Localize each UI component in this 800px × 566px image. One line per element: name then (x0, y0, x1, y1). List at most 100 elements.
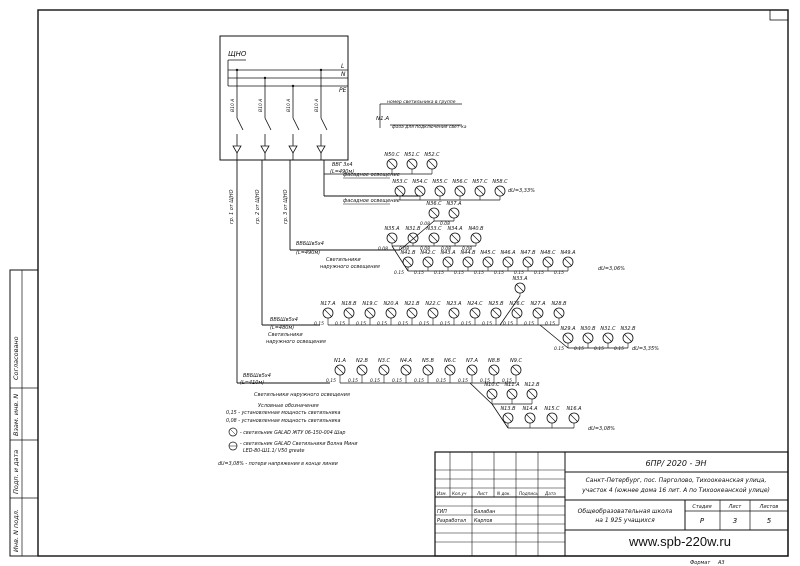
fixture-label: N14.A (522, 406, 538, 412)
lamp-icon (406, 307, 418, 319)
power-value: 0.08 (440, 221, 450, 227)
fixture-label: N1.A (334, 358, 347, 364)
fixture-label: N35.A (384, 226, 400, 232)
note-sample-label: N1.A (376, 116, 389, 122)
fixture-label: N16.A (566, 406, 582, 412)
fixture-label: N57.C (472, 179, 488, 185)
lamp-icon (568, 412, 580, 424)
group4-cable: ВВБШв5х4 (243, 373, 271, 379)
group4-title: Светильники наружного освещения (254, 392, 350, 398)
power-value: 0.08 (441, 246, 451, 252)
lamp-icon (502, 256, 514, 268)
power-value: 0.08 (399, 246, 409, 252)
wire (399, 220, 435, 251)
power-value: 0.08 (378, 246, 388, 252)
tb-address-2: участок 4 (южнее дома 16 лит. А по Тихоо… (581, 487, 770, 494)
fixture-label: N37.A (446, 201, 462, 207)
lamp-icon (502, 412, 514, 424)
fixture-label: N13.B (500, 406, 516, 412)
lamp-icon (514, 282, 526, 294)
power-value: 0.15 (502, 378, 512, 384)
power-value: 0.15 (458, 378, 468, 384)
power-value: 0.15 (614, 346, 624, 352)
fixture-label: N53.C (392, 179, 408, 185)
lamp-icon (602, 332, 614, 344)
breaker-icon (232, 68, 244, 160)
fixture-label: N50.C (384, 152, 400, 158)
power-value: 0.15 (356, 321, 366, 327)
fixture-label: N48.C (540, 250, 556, 256)
tb-name-author: Карпов (474, 518, 492, 524)
fixture-label: N56.C (452, 179, 468, 185)
power-value: 0.15 (494, 270, 504, 276)
facade-row1-label: фасадное освещение (343, 172, 400, 178)
format-value: А3 (717, 560, 725, 566)
fixture-label: N52.C (424, 152, 440, 158)
tb-col-kolvo: Кол.уч (452, 491, 467, 496)
fixture-label: N18.B (341, 301, 357, 307)
group3-cable: ВВБШв5х4 (270, 317, 298, 323)
power-value: 0.15 (392, 378, 402, 384)
fixture-label: N10.C (484, 382, 500, 388)
tb-col-list: Лист (476, 491, 488, 496)
group1-cable: ВВГ 3х4 (332, 162, 353, 168)
legend-item-4a: - светильник GALAD Светильники Волна Мин… (240, 441, 357, 447)
lamp-icon (510, 364, 522, 376)
g3-drop: dU=3,35% (632, 346, 659, 352)
lamp-icon (400, 364, 412, 376)
fixture-label: N20.A (383, 301, 399, 307)
tb-sheets: 5 (767, 517, 772, 525)
power-value: 0.15 (398, 321, 408, 327)
group2-title-1: Светильники (326, 257, 361, 263)
lamp-icon (442, 256, 454, 268)
fixture-label: N12.B (524, 382, 540, 388)
watermark: www.spb-220w.ru (628, 534, 731, 549)
lamp-icon (622, 332, 634, 344)
fixture-label: N2.B (356, 358, 369, 364)
stamp-agreed: Согласовано (12, 336, 20, 380)
wire (539, 324, 569, 349)
power-value: 0.15 (440, 321, 450, 327)
group4-length: (L=410м) (240, 380, 264, 386)
breaker-rating: В10 A (314, 99, 320, 112)
power-value: 0.15 (419, 321, 429, 327)
lamp-icon (526, 388, 538, 400)
fixture-label: N33.C (426, 226, 442, 232)
group3-title-2: наружного освещения (266, 339, 326, 345)
lamp-icon (434, 185, 446, 197)
tb-sheets-head: Листов (759, 504, 779, 510)
fixture-label: N36.C (426, 201, 442, 207)
lamp-icon (582, 332, 594, 344)
fixture-label: N6.C (444, 358, 457, 364)
breaker-rating: В10 A (286, 99, 292, 112)
power-value: 0.08 (420, 246, 430, 252)
lamp-icon (386, 158, 398, 170)
fixture-label: N45.C (480, 250, 496, 256)
fixture-label: N41.B (400, 250, 416, 256)
power-value: 0.15 (461, 321, 471, 327)
group3-length: (L=480м) (270, 325, 294, 331)
lamp-icon (449, 232, 461, 244)
lamp-icon (386, 232, 398, 244)
lamp-icon (562, 332, 574, 344)
tb-col-ndoc: N док. (497, 491, 511, 496)
group3-label: гр. 3 от ЩНО (283, 189, 289, 224)
fixture-label: N43.A (440, 250, 456, 256)
fixture-label: N44.B (460, 250, 476, 256)
sheet-frame (37, 9, 789, 557)
lamp-icon (448, 207, 460, 219)
facade-row2-label: фасадное освещение (343, 198, 400, 204)
lamp-icon (532, 307, 544, 319)
legend-item-2: 0,08 - установленная мощность светильник… (226, 418, 341, 424)
fixture-label: N17.A (320, 301, 336, 307)
fixture-label: N40.B (468, 226, 484, 232)
fixture-label: N31.C (600, 326, 616, 332)
breaker-rating: В10 A (230, 99, 236, 112)
tb-col-izm: Изм. (437, 491, 447, 496)
lamp-icon (414, 185, 426, 197)
fixture-label: N29.A (560, 326, 576, 332)
power-value: 0.08 (420, 221, 430, 227)
lamp-icon (482, 256, 494, 268)
power-value: 0.15 (514, 270, 524, 276)
lamp-icon (378, 364, 390, 376)
